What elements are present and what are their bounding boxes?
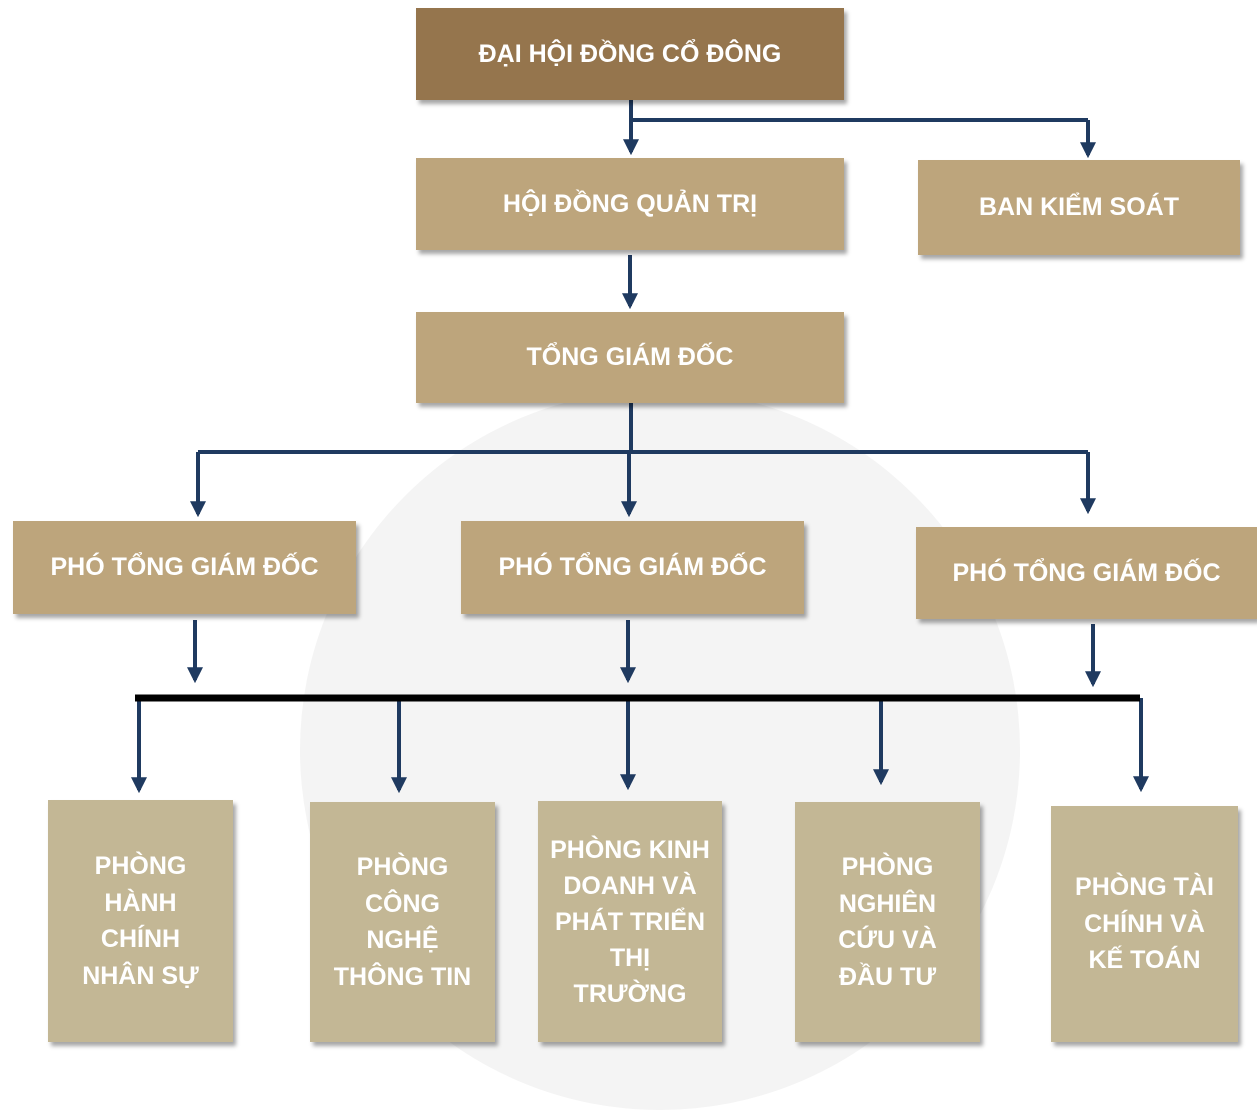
supervisory-board-label: BAN KIỂM SOÁT (979, 193, 1179, 221)
deputy-ceo-box: PHÓ TỔNG GIÁM ĐỐC (461, 521, 804, 614)
dept-hr-admin-box: PHÒNG HÀNH CHÍNH NHÂN SỰ (48, 800, 233, 1042)
dept-it-label: PHÒNG CÔNG NGHỆ THÔNG TIN (333, 853, 472, 991)
shareholders-meeting-box: ĐẠI HỘI ĐỒNG CỔ ĐÔNG (416, 8, 844, 100)
dept-hr-admin-label: PHÒNG HÀNH CHÍNH NHÂN SỰ (82, 852, 199, 990)
board-of-directors-label: HỘI ĐỒNG QUẢN TRỊ (502, 189, 758, 218)
deputy-ceo-label: PHÓ TỔNG GIÁM ĐỐC (50, 553, 319, 581)
dept-business-label: PHÒNG KINH DOANH VÀ PHÁT TRIỂN THỊ TRƯỜN… (550, 835, 710, 1008)
ceo-label: TỔNG GIÁM ĐỐC (526, 343, 734, 371)
connector-lines (131, 100, 1149, 794)
ceo-box: TỔNG GIÁM ĐỐC (416, 312, 844, 403)
dept-research-invest-label: PHÒNG NGHIÊN CỨU VÀ ĐẦU TƯ (838, 853, 937, 991)
dept-business-box: PHÒNG KINH DOANH VÀ PHÁT TRIỂN THỊ TRƯỜN… (538, 801, 722, 1042)
dept-research-invest-box: PHÒNG NGHIÊN CỨU VÀ ĐẦU TƯ (795, 802, 980, 1042)
deputy-ceo-box: PHÓ TỔNG GIÁM ĐỐC (13, 521, 356, 614)
deputy-ceo-label: PHÓ TỔNG GIÁM ĐỐC (498, 553, 767, 581)
supervisory-board-box: BAN KIỂM SOÁT (918, 160, 1240, 255)
dept-finance-accounting-label: PHÒNG TÀI CHÍNH VÀ KẾ TOÁN (1075, 873, 1214, 975)
deputy-ceo-label: PHÓ TỔNG GIÁM ĐỐC (952, 558, 1221, 587)
deputy-ceo-box: PHÓ TỔNG GIÁM ĐỐC (916, 527, 1257, 619)
shareholders-meeting-label: ĐẠI HỘI ĐỒNG CỔ ĐÔNG (478, 39, 782, 68)
board-of-directors-box: HỘI ĐỒNG QUẢN TRỊ (416, 158, 844, 250)
dept-it-box: PHÒNG CÔNG NGHỆ THÔNG TIN (310, 802, 495, 1042)
dept-finance-accounting-box: PHÒNG TÀI CHÍNH VÀ KẾ TOÁN (1051, 806, 1238, 1042)
